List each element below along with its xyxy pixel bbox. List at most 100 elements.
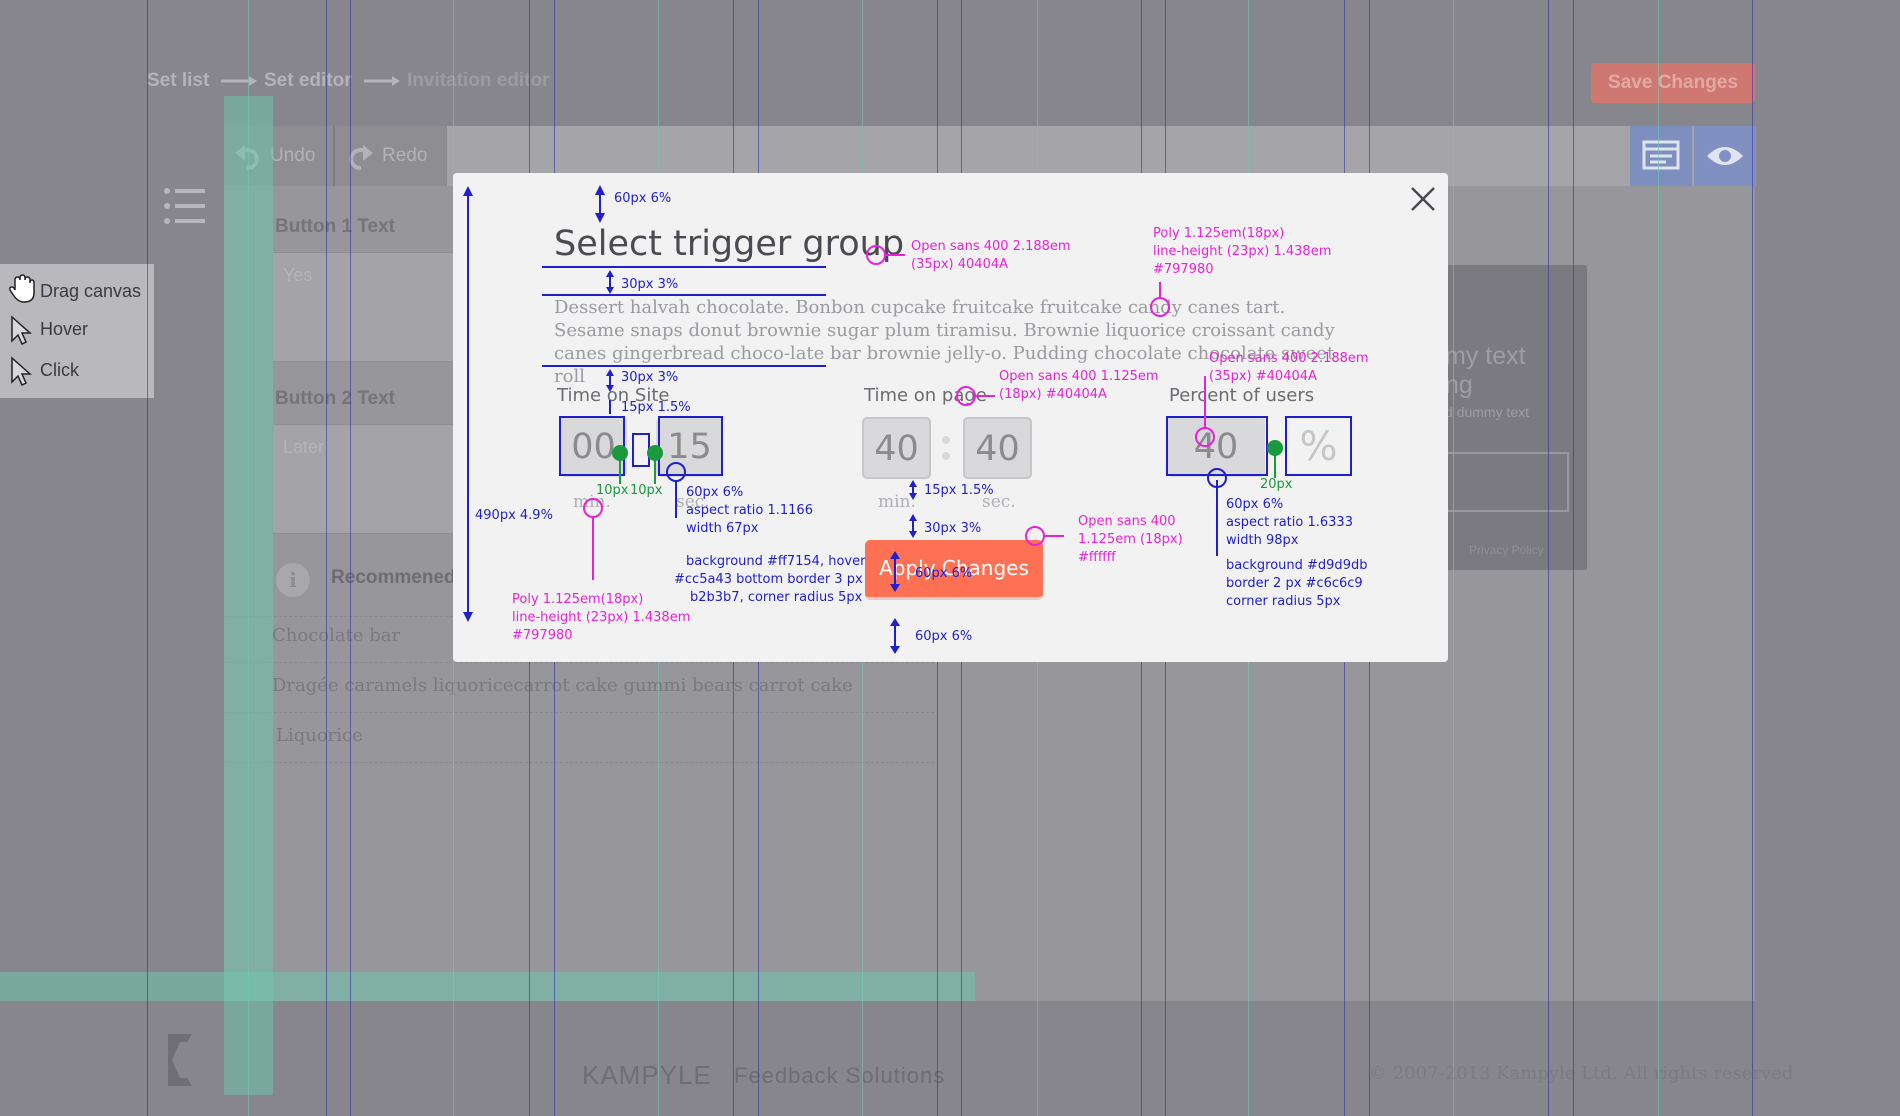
- preview-privacy-link: Privacy Policy: [1469, 543, 1544, 557]
- annotation: 1.125em (18px): [1078, 532, 1183, 547]
- layout-view-button[interactable]: [1630, 126, 1692, 186]
- kampyle-logo: [168, 1034, 192, 1086]
- preview-text-line1: my text: [1445, 342, 1526, 370]
- modal-description: Dessert halvah chocolate. Bonbon cupcake…: [554, 297, 1335, 387]
- annotation: b2b3b7, corner radius 5px: [690, 590, 863, 605]
- annotation: 15px 1.5%: [924, 483, 994, 498]
- annotation: corner radius 5px: [1226, 594, 1341, 609]
- percent-symbol: %: [1299, 424, 1338, 470]
- grid-guide-line: [1453, 0, 1454, 1116]
- menu-icon[interactable]: [163, 186, 207, 226]
- undo-button[interactable]: Undo: [270, 145, 316, 166]
- button2-input[interactable]: [272, 424, 454, 534]
- annotation: background #ff7154, hover: [686, 554, 866, 569]
- button1-input[interactable]: [272, 252, 454, 362]
- annotation: Open sans 400 2.188em: [911, 239, 1071, 254]
- annotation: Open sans 400 1.125em: [999, 369, 1159, 384]
- annotation: #797980: [1153, 262, 1214, 277]
- list-item[interactable]: Liquorice: [276, 725, 363, 746]
- grid-guide-line: [1573, 0, 1574, 1116]
- annotation: width 98px: [1226, 533, 1299, 548]
- list-item[interactable]: Dragée caramels liquoricecarrot cake gum…: [272, 675, 853, 696]
- annotation: 20px: [1260, 477, 1293, 492]
- annotation: #797980: [512, 628, 573, 643]
- annotation: (18px) #40404A: [999, 387, 1107, 402]
- footer-brand: KAMPYLE: [582, 1060, 712, 1090]
- annotation: 60px 6%: [614, 191, 672, 206]
- annotation: 10px: [630, 483, 663, 498]
- arrow-right-icon: [221, 76, 257, 86]
- palette-click[interactable]: Click: [40, 360, 79, 380]
- annotation: line-height (23px) 1.438em: [512, 610, 691, 625]
- annotation: 30px 3%: [621, 370, 679, 385]
- annotation: #ffffff: [1078, 550, 1116, 565]
- annotation: background #d9d9db: [1226, 558, 1368, 573]
- colon-separator: [942, 436, 950, 444]
- time-on-page-seconds-input[interactable]: 40: [963, 417, 1032, 479]
- time-on-site-sec-unit: sec.: [676, 492, 710, 512]
- modal-title: Select trigger group: [554, 224, 905, 264]
- list-divider: [224, 762, 934, 764]
- info-icon: i: [276, 563, 310, 597]
- annotation: Open sans 400 2.188em: [1209, 351, 1369, 366]
- annotation: 30px 3%: [924, 521, 982, 536]
- annotation: Open sans 400: [1078, 514, 1176, 529]
- grid-guide-line: [1752, 0, 1753, 1116]
- button1-label: Button 1 Text: [275, 216, 395, 237]
- hand-icon[interactable]: [8, 274, 36, 304]
- time-on-site-seconds-input[interactable]: 15: [656, 417, 723, 477]
- list-divider: [224, 712, 934, 714]
- annotation: width 67px: [686, 521, 759, 536]
- annotation: #cc5a43 bottom border 3 px: [674, 572, 863, 587]
- time-on-page-sec-unit: sec.: [982, 492, 1016, 512]
- annotation: Poly 1.125em(18px): [1153, 226, 1285, 241]
- percent-of-users-input[interactable]: 40: [1167, 417, 1265, 477]
- list-item[interactable]: Chocolate bar: [272, 625, 401, 646]
- colon-separator: [942, 452, 950, 460]
- toolbar-divider: [333, 126, 335, 186]
- eye-icon: [1707, 147, 1743, 165]
- footer-tagline: Feedback Solutions: [734, 1063, 946, 1088]
- preview-text-line2: ng: [1445, 371, 1473, 399]
- guide-teal-row: [0, 972, 975, 1001]
- annotation: 60px 6%: [915, 566, 973, 581]
- time-on-page-min-unit: min.: [878, 492, 916, 512]
- annotation: 30px 3%: [621, 277, 679, 292]
- annotation: border 2 px #c6c6c9: [1226, 576, 1363, 591]
- grid-guide-line: [147, 0, 148, 1116]
- preview-button[interactable]: [1694, 126, 1756, 186]
- annotation: line-height (23px) 1.438em: [1153, 244, 1332, 259]
- cursor-click-icon[interactable]: [10, 356, 32, 386]
- palette-drag-canvas[interactable]: Drag canvas: [40, 281, 142, 301]
- breadcrumb-invitation-editor[interactable]: Invitation editor: [407, 70, 550, 91]
- preview-subtext: d dummy text: [1445, 404, 1530, 420]
- button2-placeholder: Later: [283, 437, 325, 457]
- annotation: 10px: [596, 483, 629, 498]
- grid-guide-line: [350, 0, 351, 1116]
- close-icon[interactable]: [1410, 186, 1436, 212]
- palette-hover[interactable]: Hover: [40, 319, 89, 339]
- annotation: 60px 6%: [1226, 497, 1284, 512]
- save-changes-button[interactable]: Save Changes: [1591, 63, 1755, 103]
- annotation: Poly 1.125em(18px): [512, 592, 644, 607]
- annotation: aspect ratio 1.1166: [686, 503, 813, 518]
- button2-label: Button 2 Text: [275, 388, 395, 409]
- annotation: (35px) 40404A: [911, 257, 1009, 272]
- breadcrumb-set-editor[interactable]: Set editor: [264, 70, 352, 91]
- cursor-hover-icon[interactable]: [10, 315, 32, 345]
- annotation: aspect ratio 1.6333: [1226, 515, 1353, 530]
- recommended-heading: Recommened: [331, 567, 456, 588]
- button1-placeholder: Yes: [283, 265, 313, 285]
- time-on-site-label: Time on Site: [557, 385, 670, 406]
- redo-icon[interactable]: [345, 141, 375, 171]
- time-on-page-label: Time on page: [864, 385, 987, 406]
- redo-button[interactable]: Redo: [382, 145, 428, 166]
- breadcrumb-set-list[interactable]: Set list: [147, 70, 210, 91]
- annotation: (35px) #40404A: [1209, 369, 1317, 384]
- time-on-page-minutes-input[interactable]: 40: [862, 417, 931, 479]
- footer-copyright: © 2007-2013 Kampyle Ltd. All rights rese…: [1369, 1063, 1794, 1084]
- grid-guide-line: [326, 0, 327, 1116]
- arrow-right-icon: [364, 76, 400, 86]
- annotation: 490px 4.9%: [475, 508, 553, 523]
